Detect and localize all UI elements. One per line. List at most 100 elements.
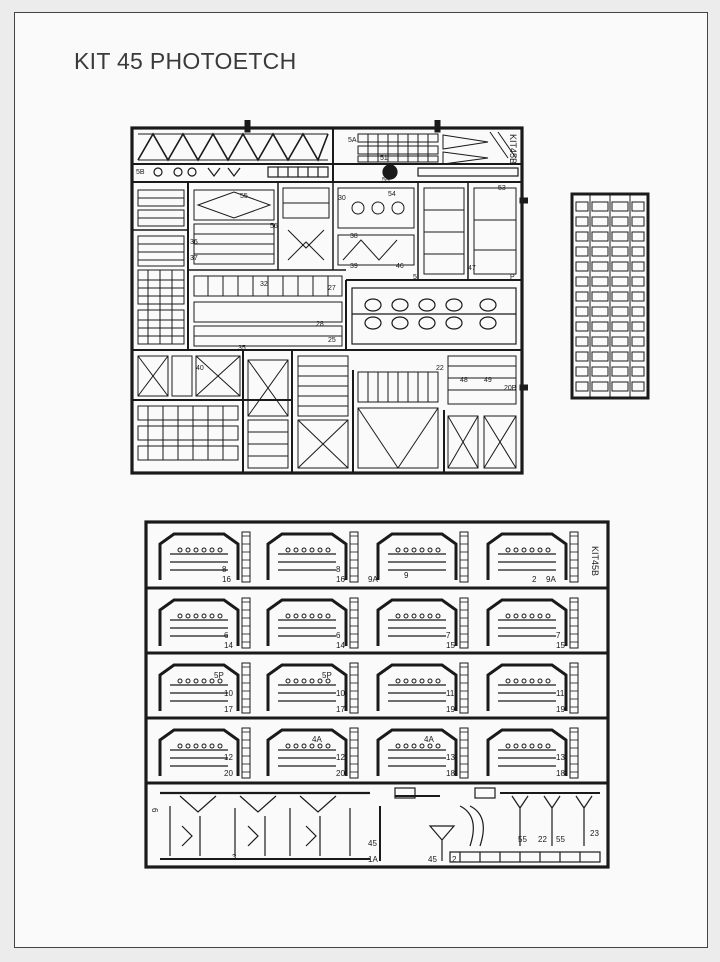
part-label: 5P — [214, 671, 224, 680]
cabin-part — [266, 662, 359, 714]
fret-a: 5B 5A 51 59 55 56 30 53 54 36 37 38 39 4… — [130, 120, 528, 475]
fret-part — [591, 261, 609, 272]
fret-part — [575, 231, 589, 242]
fret-part — [611, 276, 629, 287]
part-label: 16 — [336, 575, 345, 584]
fret-part — [575, 216, 589, 227]
part-label: 45 — [428, 855, 437, 864]
fret-part — [591, 291, 609, 302]
fret-part — [631, 321, 645, 332]
part-label: 6 — [336, 631, 341, 640]
part-label: 25 — [328, 337, 336, 344]
fret-part — [611, 366, 629, 377]
cabin-part — [486, 727, 579, 779]
part-label: 38 — [350, 233, 358, 240]
fret-part — [591, 306, 609, 317]
part-label: 27 — [328, 285, 336, 292]
part-label: 17 — [224, 705, 233, 714]
fret-part — [611, 306, 629, 317]
fret-part — [575, 366, 589, 377]
part-label: 2 — [452, 855, 457, 864]
part-label: 4A — [424, 735, 434, 744]
cabin-part — [158, 531, 251, 583]
fret-part — [575, 291, 589, 302]
part-label: 16 — [222, 575, 231, 584]
part-label: 15 — [556, 641, 565, 650]
fret-part — [611, 381, 629, 392]
part-label: 45 — [368, 839, 377, 848]
part-label: 46 — [396, 263, 404, 270]
part-label: 19 — [446, 705, 455, 714]
fret-part — [591, 366, 609, 377]
fret-part — [575, 351, 589, 362]
fret-part — [611, 336, 629, 347]
fret-c — [570, 192, 650, 400]
part-label: 48 — [460, 377, 468, 384]
part-label: 4A — [312, 735, 322, 744]
cabin-part — [158, 727, 251, 779]
fret-part — [575, 261, 589, 272]
part-label: 9 — [404, 571, 409, 580]
fret-part — [611, 351, 629, 362]
fret-part — [611, 291, 629, 302]
part-label: 7 — [446, 631, 451, 640]
fret-part — [611, 261, 629, 272]
part-label: 8 — [336, 565, 341, 574]
part-label: 35 — [238, 345, 246, 352]
fret-part — [611, 231, 629, 242]
part-label: 11 — [446, 689, 455, 698]
part-label: 55 — [556, 835, 565, 844]
part-label: 13 — [556, 753, 565, 762]
part-label: 5 — [413, 274, 417, 281]
fret-part — [591, 246, 609, 257]
part-label: 20B — [504, 385, 517, 392]
fret-part — [631, 291, 645, 302]
fret-part — [575, 306, 589, 317]
fret-part — [631, 381, 645, 392]
part-label: 51 — [380, 155, 388, 162]
fret-part — [631, 231, 645, 242]
part-label: 6 — [224, 631, 229, 640]
part-label: 47 — [468, 265, 476, 272]
part-label: 22 — [538, 835, 547, 844]
cabin-part — [376, 531, 469, 583]
part-label: 17 — [336, 705, 345, 714]
part-label: 14 — [336, 641, 345, 650]
cabin-part — [486, 531, 579, 583]
fret-part — [575, 246, 589, 257]
part-label: 18 — [556, 769, 565, 778]
part-label: 19 — [556, 705, 565, 714]
fret-part — [631, 261, 645, 272]
fret-part — [611, 246, 629, 257]
fret-part — [631, 201, 645, 212]
part-label: 1A — [368, 855, 378, 864]
part-label: 56 — [270, 223, 278, 230]
part-label: 18 — [446, 769, 455, 778]
part-label: P — [510, 274, 515, 281]
cabin-part — [158, 662, 251, 714]
part-label: 6 — [150, 808, 159, 813]
part-label: 22 — [436, 365, 444, 372]
fret-vertical-label: KIT45B — [590, 546, 600, 576]
part-label: 37 — [190, 255, 198, 262]
fret-part — [591, 351, 609, 362]
fret-part — [631, 276, 645, 287]
part-label: 13 — [446, 753, 455, 762]
fret-part — [575, 276, 589, 287]
fret-part — [631, 246, 645, 257]
part-label: 2 — [532, 575, 537, 584]
part-label: 10 — [224, 689, 233, 698]
part-label: 20 — [336, 769, 345, 778]
fret-part — [631, 306, 645, 317]
part-label: 5A — [348, 137, 357, 144]
part-label: 53 — [498, 185, 506, 192]
fret-part — [575, 381, 589, 392]
part-label: 15 — [446, 641, 455, 650]
part-label: 11 — [556, 689, 565, 698]
cabin-part — [266, 597, 359, 649]
fret-vertical-label: KIT45B — [508, 134, 518, 164]
part-label: 32 — [260, 281, 268, 288]
part-label: 9A — [546, 575, 556, 584]
fret-part — [611, 201, 629, 212]
cabin-part — [158, 597, 251, 649]
